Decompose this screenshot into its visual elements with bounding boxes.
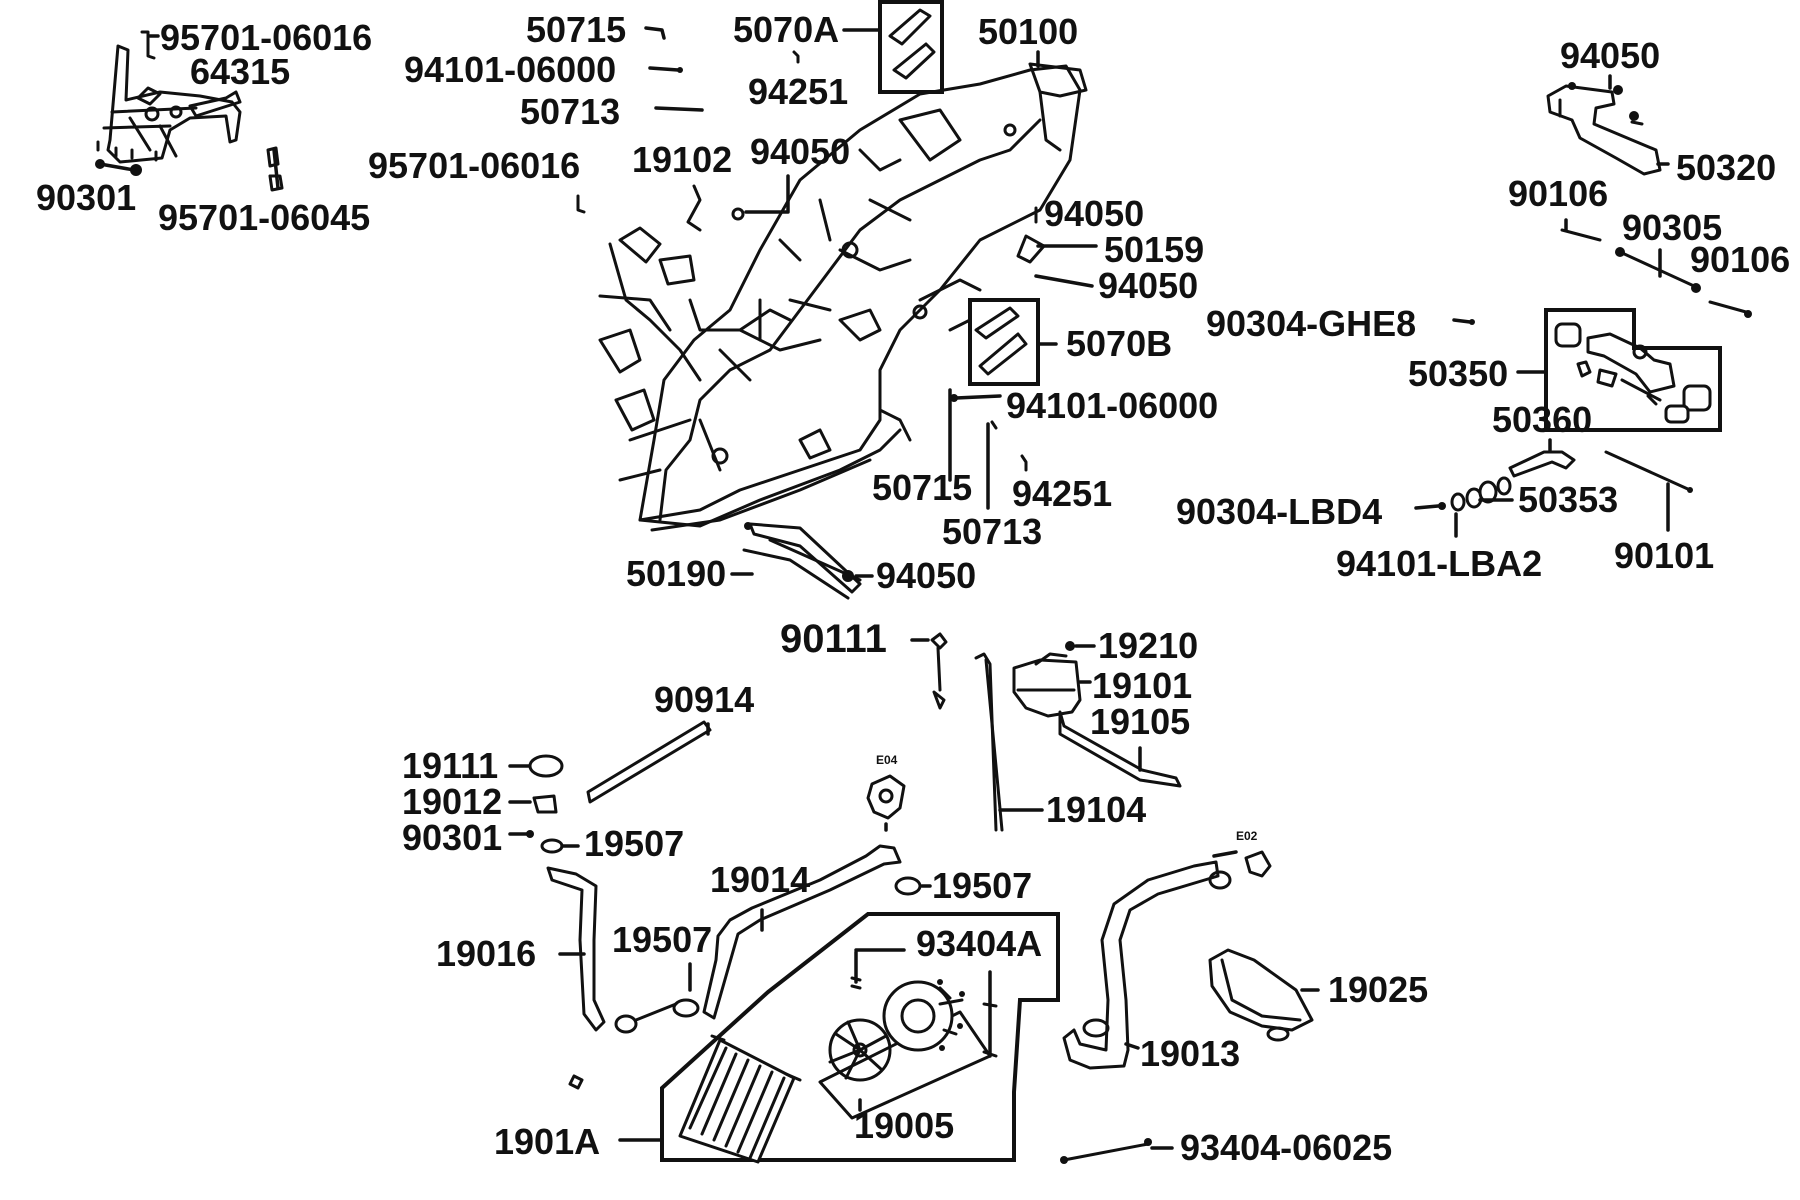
part-label-1901A: 1901A bbox=[494, 1121, 600, 1162]
19101-reservoir-drawing bbox=[1012, 641, 1082, 718]
part-label-93404-06025: 93404-06025 bbox=[1180, 1127, 1392, 1168]
part-label-19104: 19104 bbox=[1046, 789, 1146, 830]
50350-swing-arm-parts-drawing bbox=[1554, 322, 1712, 424]
90101-bolt-drawing bbox=[1604, 450, 1692, 492]
part-label-93404A: 93404A bbox=[916, 923, 1042, 964]
inset-box-5070B bbox=[968, 298, 1040, 386]
part-label-50713: 50713 bbox=[520, 91, 620, 132]
part-label-90914: 90914 bbox=[654, 679, 754, 720]
small-fastener-drawing bbox=[568, 1074, 584, 1090]
93404-06025-bolt-drawing bbox=[1062, 1142, 1150, 1162]
5070A-cover-drawing bbox=[888, 8, 936, 80]
part-label-90301-b: 90301 bbox=[402, 817, 502, 858]
50320-bracket-drawing bbox=[1546, 82, 1662, 176]
thermostat-E02-drawing bbox=[1212, 850, 1272, 878]
part-label-95701-06016-b: 95701-06016 bbox=[368, 145, 580, 186]
19005-fan-assembly-drawing bbox=[818, 979, 992, 1120]
part-label-19012: 19012 bbox=[402, 781, 502, 822]
19025-cover-drawing bbox=[1208, 948, 1314, 1032]
part-label-94101-06000: 94101-06000 bbox=[404, 49, 616, 90]
part-label-19014: 19014 bbox=[710, 859, 810, 900]
part-label-94050-c: 94050 bbox=[1098, 265, 1198, 306]
90111-bolt-drawing bbox=[930, 632, 948, 710]
90914-rod-drawing bbox=[586, 720, 712, 804]
part-label-90106-b: 90106 bbox=[1690, 239, 1790, 280]
5070B-cover-drawing bbox=[974, 306, 1028, 376]
part-label-19025: 19025 bbox=[1328, 969, 1428, 1010]
19014-hose-drawing bbox=[702, 844, 902, 1020]
part-label-19102: 19102 bbox=[632, 139, 732, 180]
part-label-90106: 90106 bbox=[1508, 173, 1608, 214]
part-label-50360: 50360 bbox=[1492, 399, 1592, 440]
part-label-94050-b: 94050 bbox=[1044, 193, 1144, 234]
part-label-90301: 90301 bbox=[36, 177, 136, 218]
part-label-19005: 19005 bbox=[854, 1105, 954, 1146]
part-label-19507-b: 19507 bbox=[932, 865, 1032, 906]
part-label-90305: 90305 bbox=[1622, 207, 1722, 248]
part-label-90101: 90101 bbox=[1614, 535, 1714, 576]
part-label-94251: 94251 bbox=[748, 71, 848, 112]
leader-line bbox=[654, 106, 704, 112]
part-label-90111: 90111 bbox=[780, 617, 887, 661]
part-label-64315: 64315 bbox=[190, 51, 290, 92]
marker-E04: E04 bbox=[876, 753, 898, 767]
inset-box-50350 bbox=[1544, 308, 1722, 432]
part-label-50159: 50159 bbox=[1104, 229, 1204, 270]
part-label-19101: 19101 bbox=[1092, 665, 1192, 706]
part-label-19016: 19016 bbox=[436, 933, 536, 974]
50353-washers-drawing bbox=[1438, 476, 1512, 512]
inset-box-radiator-fan bbox=[660, 912, 1060, 1162]
part-label-50715: 50715 bbox=[526, 9, 626, 50]
part-label-19105: 19105 bbox=[1090, 701, 1190, 742]
part-label-19507-c: 19507 bbox=[612, 919, 712, 960]
leader-line bbox=[644, 26, 666, 40]
part-label-50353: 50353 bbox=[1518, 479, 1618, 520]
main-frame-drawing bbox=[598, 62, 1088, 532]
inset-box-5070A bbox=[878, 0, 944, 94]
50190-strap-drawing bbox=[742, 522, 862, 600]
1901A-radiator-drawing bbox=[678, 1034, 802, 1164]
19111-cap-drawing bbox=[528, 754, 564, 778]
part-label-50320: 50320 bbox=[1676, 147, 1776, 188]
19013-hose-drawing bbox=[1062, 860, 1220, 1070]
part-label-50713-b: 50713 bbox=[942, 511, 1042, 552]
part-label-19013: 19013 bbox=[1140, 1033, 1240, 1074]
part-label-5070A: 5070A bbox=[733, 9, 839, 50]
19016-hose-drawing bbox=[546, 866, 606, 1032]
part-label-94101-LBA2: 94101-LBA2 bbox=[1336, 543, 1542, 584]
marker-E02: E02 bbox=[1236, 829, 1258, 843]
part-label-94050-d: 94050 bbox=[876, 555, 976, 596]
19012-neck-drawing bbox=[532, 794, 558, 814]
center-stand-bracket-drawing bbox=[95, 30, 284, 192]
part-label-50100: 50100 bbox=[978, 11, 1078, 52]
part-label-50190: 50190 bbox=[626, 553, 726, 594]
part-label-90304-GHE8: 90304-GHE8 bbox=[1206, 303, 1416, 344]
part-label-19210: 19210 bbox=[1098, 625, 1198, 666]
thermostat-E04-drawing bbox=[866, 774, 906, 832]
19102-bracket-drawing bbox=[686, 184, 702, 232]
part-label-94251-b: 94251 bbox=[1012, 473, 1112, 514]
part-label-90304-LBD4: 90304-LBD4 bbox=[1176, 491, 1382, 532]
part-label-50715-b: 50715 bbox=[872, 467, 972, 508]
part-label-94050-e: 94050 bbox=[1560, 35, 1660, 76]
part-label-50350: 50350 bbox=[1408, 353, 1508, 394]
part-label-95701-06016: 95701-06016 bbox=[160, 17, 372, 58]
leader-line bbox=[648, 66, 680, 72]
part-label-19111: 19111 bbox=[402, 745, 498, 786]
19105-hose-drawing bbox=[1058, 710, 1182, 788]
part-label-95701-06045: 95701-06045 bbox=[158, 197, 370, 238]
part-label-5070B: 5070B bbox=[1066, 323, 1172, 364]
part-label-94101-06000-b: 94101-06000 bbox=[1006, 385, 1218, 426]
50360-link-drawing bbox=[1508, 450, 1576, 478]
part-label-19507-a: 19507 bbox=[584, 823, 684, 864]
